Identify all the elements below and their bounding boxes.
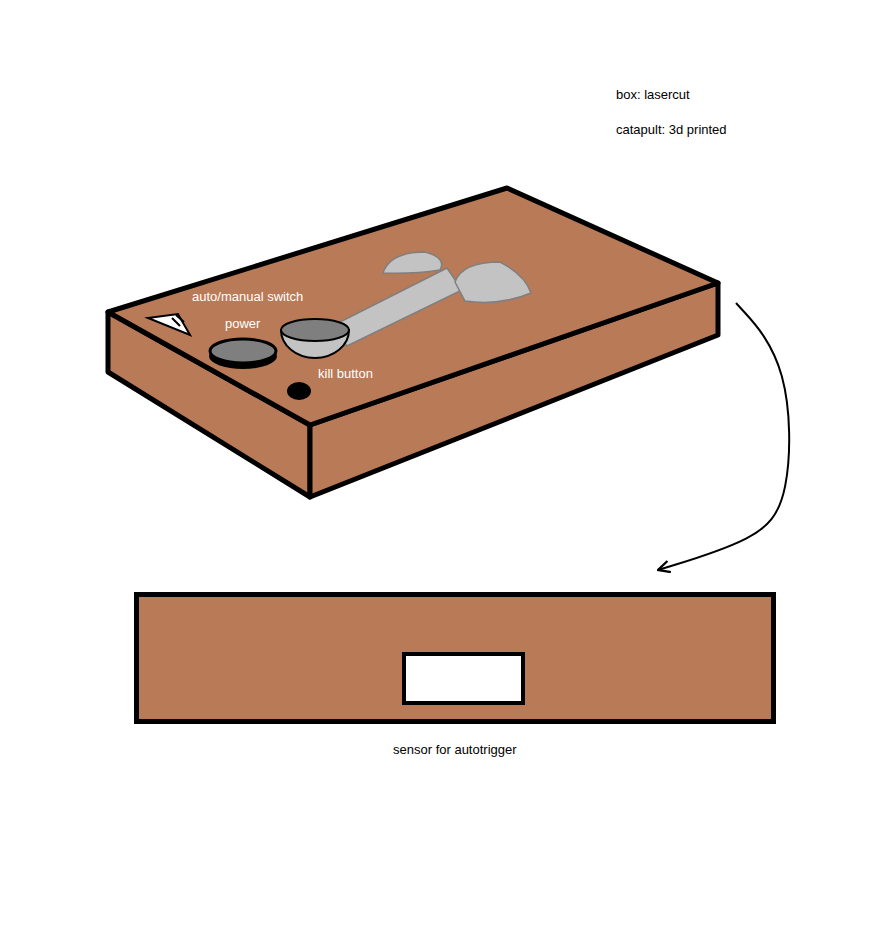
control-label: kill button [318, 366, 373, 382]
view-label: sensor for autotrigger [393, 742, 517, 758]
front-panel-view: sensor for autotrigger [134, 592, 776, 767]
material-note: box: lasercut [616, 87, 690, 103]
catapult-cup-rim [281, 319, 349, 341]
view-arrow [658, 303, 789, 570]
catapult-pivot-left [383, 252, 442, 273]
power-button [210, 339, 276, 363]
catapult-arm [332, 268, 462, 346]
box-top-face [108, 188, 718, 425]
kill-button [287, 382, 311, 400]
catapult-pivot-right [455, 262, 531, 302]
control-label: auto/manual switch [192, 289, 303, 305]
switch-lever [172, 315, 184, 326]
sensor-window [402, 652, 525, 705]
material-note: catapult: 3d printed [616, 122, 727, 138]
switch-symbol [148, 314, 190, 335]
catapult-box: auto/manual switch power kill button [105, 185, 720, 500]
control-label: power [225, 316, 260, 332]
